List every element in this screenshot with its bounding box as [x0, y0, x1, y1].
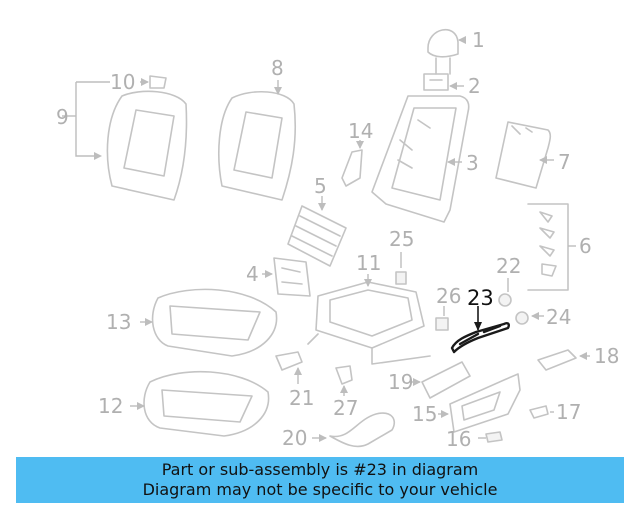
cushion-frame: [307, 274, 431, 365]
callout-15: 15: [412, 402, 437, 426]
callout-18: 18: [594, 344, 619, 368]
callout-13: 13: [106, 310, 131, 334]
callout-17: 17: [556, 400, 581, 424]
trim-cover: [341, 140, 364, 187]
banner-line-2: Diagram may not be specific to your vehi…: [142, 480, 498, 499]
switch-knob: [529, 405, 554, 419]
grommet: [498, 278, 512, 307]
recliner-handle: [537, 349, 590, 371]
callout-19: 19: [388, 370, 413, 394]
callout-12: 12: [98, 394, 123, 418]
callout-9: 9: [56, 105, 69, 129]
callout-3: 3: [466, 151, 479, 175]
callout-11: 11: [356, 251, 381, 275]
callout-27: 27: [333, 396, 358, 420]
wire-harness: [312, 412, 396, 448]
cushion-pad: [130, 370, 270, 437]
knob: [478, 431, 503, 443]
clip: [395, 271, 407, 285]
callout-6: 6: [579, 234, 592, 258]
headrest: [427, 28, 466, 75]
side-cover: [438, 373, 521, 433]
callout-26: 26: [436, 284, 461, 308]
callout-24: 24: [546, 305, 571, 329]
callout-10: 10: [110, 70, 135, 94]
nut: [515, 311, 544, 325]
seatback-frame: [371, 95, 470, 223]
callout-2: 2: [468, 74, 481, 98]
fastener-set: [527, 203, 576, 291]
callout-21: 21: [289, 386, 314, 410]
callout-7: 7: [558, 150, 571, 174]
callout-5: 5: [314, 174, 327, 198]
callout-8: 8: [271, 56, 284, 80]
seatback-assembly: [62, 81, 188, 201]
side-cover-inner: [412, 361, 471, 399]
callout-23: 23: [467, 286, 494, 310]
cable-23-highlighted: [450, 306, 510, 354]
callout-1: 1: [472, 28, 485, 52]
callout-4: 4: [246, 262, 259, 286]
callout-25: 25: [389, 227, 414, 251]
info-banner: Part or sub-assembly is #23 in diagram D…: [16, 457, 624, 503]
pad-clip: [140, 75, 167, 89]
callout-16: 16: [446, 427, 471, 451]
callout-20: 20: [282, 426, 307, 450]
banner-line-1: Part or sub-assembly is #23 in diagram: [161, 460, 479, 479]
callout-22: 22: [496, 254, 521, 278]
hook: [335, 365, 353, 396]
cap: [435, 306, 449, 331]
seatback-cover: [218, 80, 297, 201]
headrest-guide: [423, 73, 464, 91]
bracket: [262, 257, 311, 297]
back-panel: [495, 121, 554, 189]
lever: [275, 351, 303, 384]
callout-14: 14: [348, 119, 373, 143]
lumbar-support: [287, 196, 347, 267]
cushion-cover: [140, 288, 278, 357]
